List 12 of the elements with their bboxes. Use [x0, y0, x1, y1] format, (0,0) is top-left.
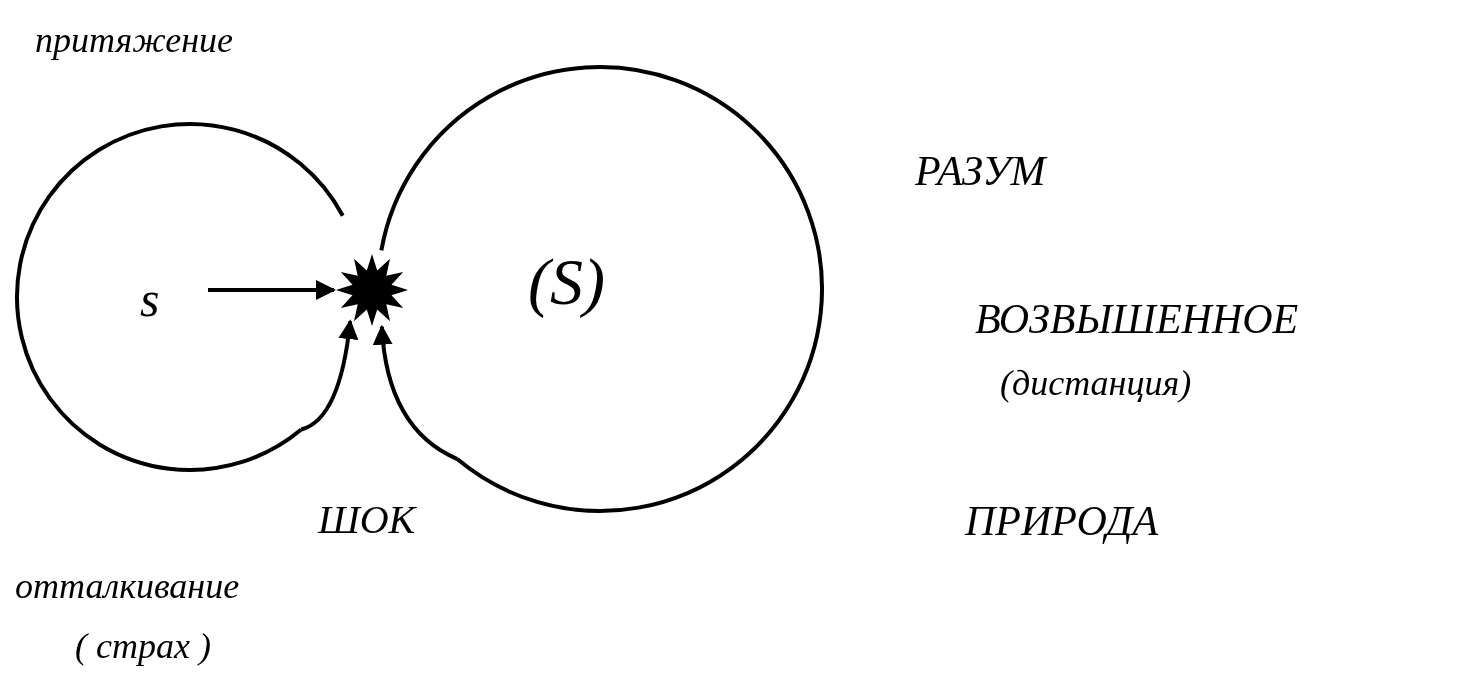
label-text: ПРИРОДА: [965, 500, 1159, 542]
label-text: РАЗУМ: [915, 150, 1046, 192]
node-label: s: [140, 274, 160, 324]
arrow: [373, 324, 459, 461]
label-text: отталкивание: [15, 568, 240, 604]
label-text: притяжение: [35, 22, 233, 58]
label-text: ШОК: [318, 500, 416, 540]
label-text: (дистанция): [1000, 365, 1192, 401]
label-text: ( страх ): [75, 628, 211, 664]
arrow: [208, 280, 336, 300]
label-text: ВОЗВЫШЕННОЕ: [975, 298, 1299, 340]
arrow: [300, 319, 358, 432]
